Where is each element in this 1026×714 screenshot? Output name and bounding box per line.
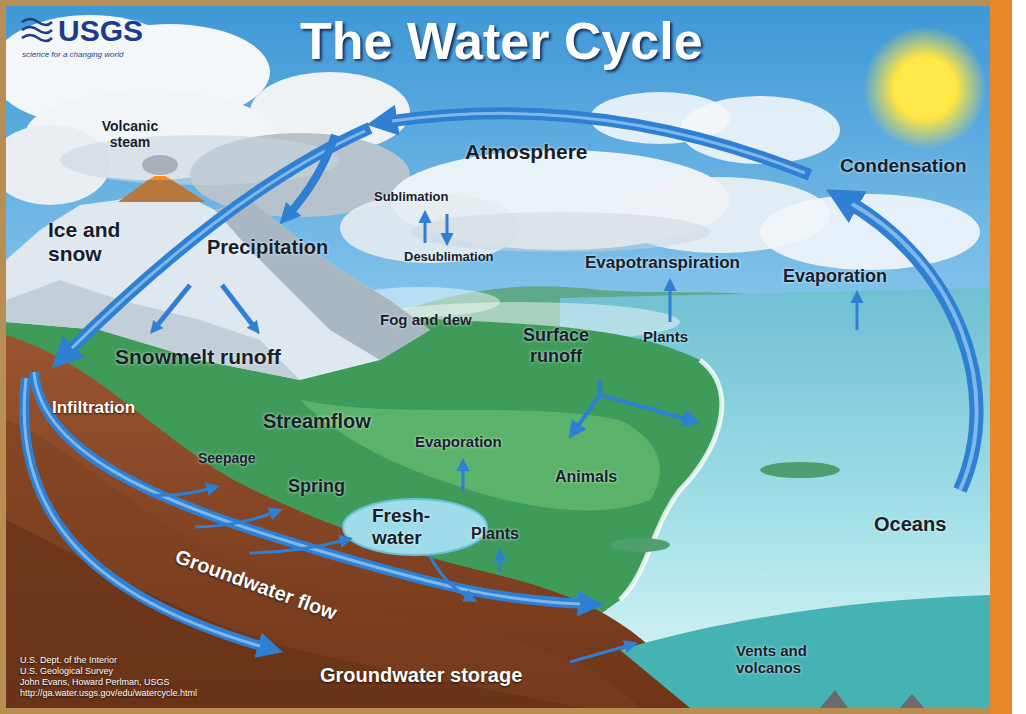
flow-arrows	[424, 218, 427, 243]
usgs-logo-mark	[22, 19, 52, 41]
volcano	[118, 155, 206, 202]
flow-arrows	[856, 298, 859, 330]
flow-arrows	[65, 128, 370, 355]
flow-arrows	[385, 113, 810, 175]
cycle-label: Spring	[288, 476, 345, 497]
flow-arrows	[462, 466, 465, 492]
flow-arrows	[288, 135, 335, 215]
flow-arrows	[430, 556, 470, 598]
credit-line: http://ga.water.usgs.gov/edu/watercycle.…	[20, 688, 197, 698]
clouds	[410, 212, 710, 252]
volcano	[118, 180, 206, 202]
cycle-label: Animals	[555, 468, 617, 486]
credit-line: U.S. Dept. of the Interior	[20, 655, 117, 665]
cycle-label: Desublimation	[404, 250, 494, 265]
clouds	[760, 194, 980, 270]
sun	[895, 58, 955, 118]
cycle-label: Vents and volcanos	[736, 642, 828, 677]
credit-line: John Evans, Howard Perlman, USGS	[20, 677, 170, 687]
volcano	[148, 176, 172, 180]
cycle-label: Groundwater storage	[320, 664, 522, 687]
flow-arrows	[222, 285, 255, 328]
flow-arrows	[575, 380, 600, 430]
cycle-label: Evaporation	[783, 266, 887, 287]
seafloor	[620, 595, 990, 708]
usgs-logo-mark	[22, 19, 52, 25]
land	[620, 360, 722, 600]
cycle-label: Condensation	[840, 155, 967, 177]
flow-arrows	[600, 395, 690, 420]
picture-frame	[990, 0, 1012, 714]
sun	[863, 26, 987, 150]
volcano	[142, 155, 178, 175]
cycle-label: Streamflow	[263, 410, 371, 433]
picture-frame	[1012, 0, 1026, 714]
cycle-label: Fresh- water	[372, 505, 444, 549]
cycle-label: Evapotranspiration	[585, 253, 740, 273]
sun	[863, 26, 987, 150]
cycle-label: Oceans	[874, 513, 946, 536]
flow-arrows	[570, 645, 630, 662]
cycle-label: Atmosphere	[465, 140, 588, 164]
flow-arrows	[155, 285, 190, 328]
flow-arrows	[24, 113, 976, 662]
credit-line: U.S. Geological Survey	[20, 666, 113, 676]
logo-text: USGS	[58, 14, 143, 49]
flow-arrows	[195, 512, 275, 527]
cycle-label: Sublimation	[374, 190, 448, 205]
usgs-logo-mark	[22, 27, 52, 33]
cycle-label: Surface runoff	[508, 325, 604, 366]
flow-arrows	[24, 378, 268, 648]
earth-cross-section	[6, 335, 700, 708]
land	[760, 462, 840, 478]
cycle-label: Ice and snow	[48, 218, 140, 266]
flow-arrows	[852, 204, 977, 490]
usgs-logo-mark	[22, 35, 52, 41]
cycle-label: Fog and dew	[380, 311, 472, 328]
cycle-label: Infiltration	[52, 398, 135, 418]
cycle-label: Plants	[471, 525, 519, 543]
cycle-label: Snowmelt runoff	[115, 345, 281, 369]
seafloor	[900, 694, 924, 708]
flow-arrows	[250, 540, 345, 553]
flow-arrows	[24, 378, 260, 646]
cycle-label: Plants	[643, 328, 688, 345]
flow-arrows	[392, 113, 805, 173]
cycle-label: Seepage	[198, 450, 256, 466]
seafloor	[820, 690, 848, 708]
diagram-title: The Water Cycle	[300, 12, 703, 72]
cycle-label: Volcanic steam	[88, 118, 172, 150]
flow-arrows	[499, 556, 502, 572]
flow-arrows	[845, 200, 976, 490]
flow-arrows	[150, 488, 212, 495]
flow-arrows	[446, 214, 449, 238]
cycle-label: Precipitation	[207, 236, 328, 259]
flow-arrows	[34, 372, 580, 604]
logo-tagline: science for a changing world	[22, 50, 123, 59]
land	[6, 306, 722, 708]
land	[610, 538, 670, 552]
earth-cross-section	[6, 520, 580, 708]
freshwater-lake	[343, 499, 487, 555]
flow-arrows	[669, 286, 672, 322]
cycle-label: Evaporation	[415, 433, 502, 450]
flow-arrows	[34, 372, 588, 604]
seafloor	[620, 595, 990, 708]
earth-cross-section	[6, 335, 700, 708]
